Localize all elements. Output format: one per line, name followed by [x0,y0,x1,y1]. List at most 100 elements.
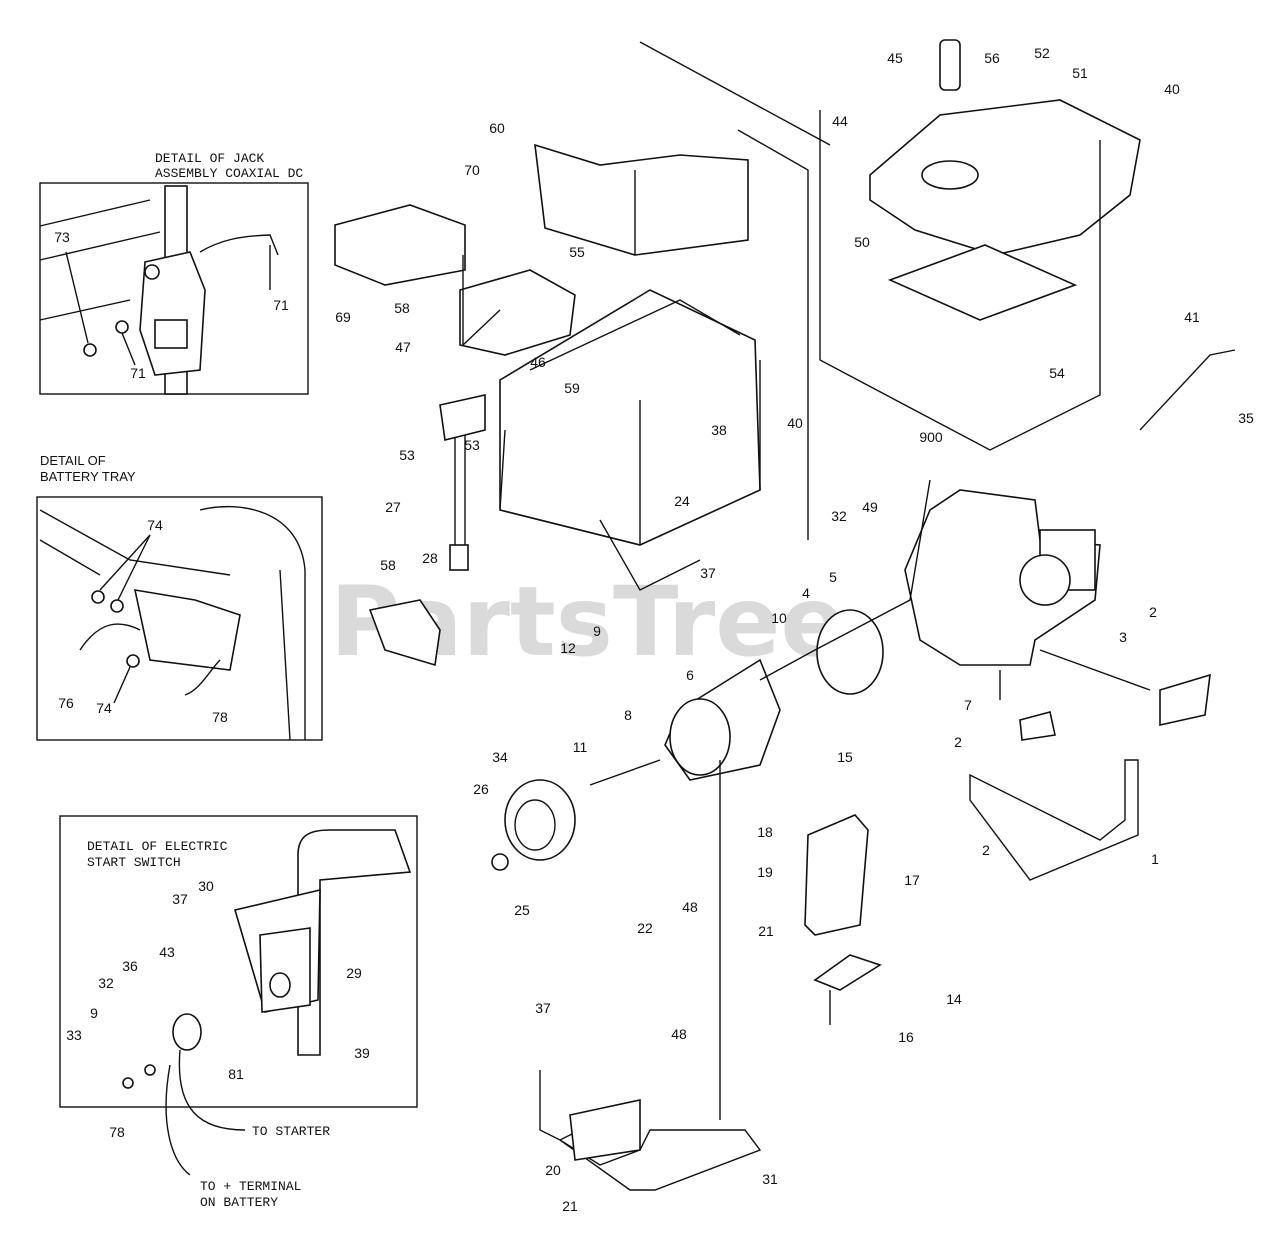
to-battery-label-1: TO + TERMINAL [200,1179,301,1194]
mount-3 [1159,673,1211,726]
jack-wire [199,234,279,256]
callout-c59: 59 [564,380,580,396]
callout-c31: 31 [762,1171,778,1187]
callout-c38: 38 [711,422,727,438]
battery-nut-a [91,590,105,604]
callout-c2c: 2 [982,842,990,858]
callout-c54: 54 [1049,365,1065,381]
callout-c36: 36 [122,958,138,974]
callout-c48a: 48 [682,899,698,915]
leader-lines [462,110,1236,700]
cradle-20 [569,1099,641,1161]
jack-nut-73 [83,343,97,357]
battery-nut-c [126,654,140,668]
callout-c4: 4 [802,585,810,601]
bracket-14 [813,954,882,991]
callout-c58b: 58 [380,557,396,573]
detail-jack-caption-1: DETAIL OF JACK [155,151,264,166]
to-battery-label-2: ON BATTERY [200,1195,278,1210]
control-panel-housing [334,41,831,356]
jack-connector [154,319,188,349]
callout-c2a: 2 [1149,604,1157,620]
leader-35 [1139,349,1236,431]
handle-27 [368,394,486,667]
detail-battery-frame [36,496,323,741]
callout-c70: 70 [464,162,480,178]
callout-c14: 14 [946,991,962,1007]
engine-900 [904,489,1101,666]
handle-bracket [439,394,486,441]
mount-bracket [1019,711,1056,741]
cover-25 [491,853,509,871]
callout-c46: 46 [530,354,546,370]
callout-c45: 45 [887,50,903,66]
switch-wires [165,1049,246,1176]
callout-c37a: 37 [700,565,716,581]
callout-c78a: 78 [212,709,228,725]
callout-c24: 24 [674,493,690,509]
callout-c51: 51 [1072,65,1088,81]
callout-c6: 6 [686,667,694,683]
callout-c40a: 40 [1164,81,1180,97]
fuel-cap-45 [939,39,961,91]
callout-c44: 44 [832,113,848,129]
callout-c11: 11 [573,739,588,755]
callout-c26: 26 [473,781,489,797]
adapter-4 [816,609,884,695]
frame-lower-bar [599,519,701,591]
switch-plate [259,927,311,1013]
callout-c71a: 71 [273,297,289,313]
battery-nut-b [110,599,124,613]
detail-battery-caption-2: BATTERY TRAY [40,469,136,484]
leader-battery [462,255,501,346]
callout-c30: 30 [198,878,214,894]
callout-c34: 34 [492,749,508,765]
callout-c74a: 74 [147,517,163,533]
leader-frame-40 [737,129,809,540]
callout-c20: 20 [545,1162,561,1178]
callout-c32b: 32 [98,975,114,991]
callout-c81: 81 [228,1066,244,1082]
base-frame-1 [969,673,1211,881]
callout-c21a: 21 [758,923,774,939]
callout-c10: 10 [771,610,787,626]
jack-frame-lines [39,199,161,321]
callout-c9b: 9 [90,1005,98,1021]
callout-c15: 15 [837,749,853,765]
callout-c21b: 21 [562,1198,578,1214]
battery-tray [133,589,241,671]
to-starter-label: TO STARTER [252,1124,330,1139]
frame-rails [499,299,761,545]
callout-c60: 60 [489,120,505,136]
detail-battery-tray: DETAIL OF BATTERY TRAY [36,453,323,741]
callout-c16: 16 [898,1029,914,1045]
callout-c74b: 74 [96,700,112,716]
callout-c58a: 58 [394,300,410,316]
callout-c39: 39 [354,1045,370,1061]
switch-hole [269,972,291,998]
detail-switch-caption-1: DETAIL OF ELECTRIC [87,839,228,854]
callout-c19: 19 [757,864,773,880]
detail-jack-assembly: DETAIL OF JACK ASSEMBLY COAXIAL DC [39,151,309,395]
callout-c53b: 53 [464,437,480,453]
callout-c53a: 53 [399,447,415,463]
callout-c9a: 9 [593,623,601,639]
leader-engine-alternator [759,479,931,681]
jack-hole [144,264,160,280]
control-box-edges [634,41,831,255]
callout-c17: 17 [904,872,920,888]
switch-handle-tube [297,829,412,1056]
callout-c37b: 37 [535,1000,551,1016]
callout-c71b: 71 [130,365,146,381]
through-bolt-11 [589,759,661,786]
outlet-panel-17 [804,814,882,1025]
callout-c73: 73 [54,229,70,245]
callout-c7: 7 [964,697,972,713]
main-frame-24 [499,289,761,591]
callout-c41: 41 [1184,309,1200,325]
callout-c47: 47 [395,339,411,355]
leader-tank [819,110,1101,451]
detail-electric-start-switch: DETAIL OF ELECTRIC START SWITCH [59,815,418,1176]
engine-body [904,489,1101,666]
